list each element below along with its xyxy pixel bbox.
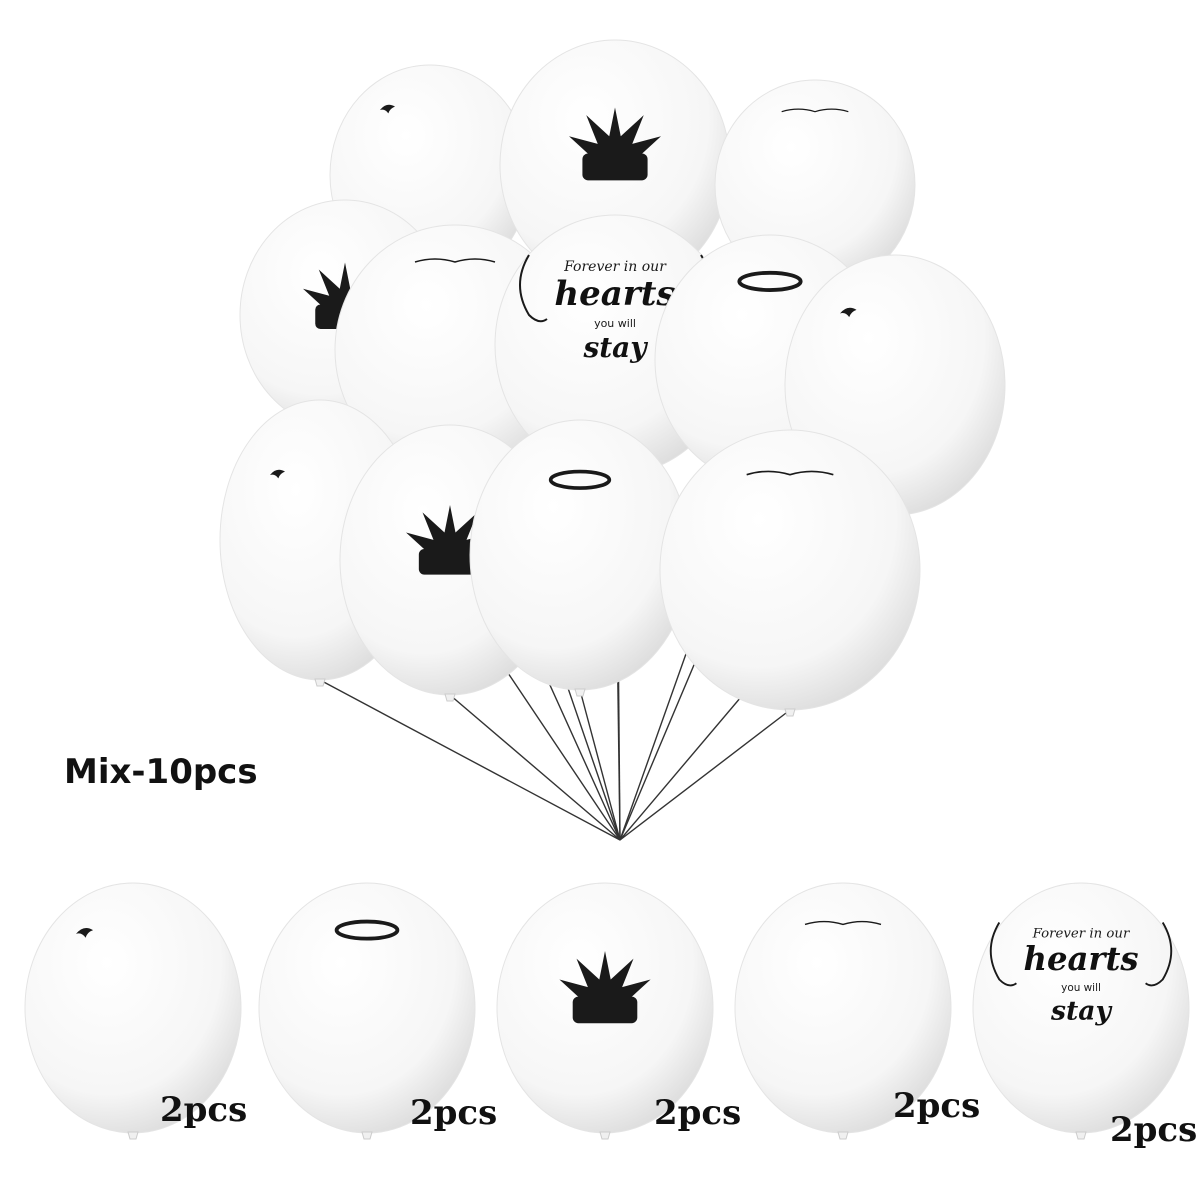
love-you-design: We will love you and remember you every … — [270, 469, 285, 479]
design-line-4: stay — [582, 331, 648, 364]
gone-design: GONE But Not Forgotten — [737, 270, 803, 292]
cross-design — [559, 951, 651, 1024]
balloon-body — [659, 429, 921, 711]
product-quantity-label: 2pcs — [1110, 1110, 1198, 1150]
never-go-far-design: THOSE WE LOVE NEVER GO FAR BUT LOVE FORE… — [414, 258, 496, 263]
product-quantity-label: 2pcs — [160, 1090, 248, 1130]
design-line-1: Forever in our — [1032, 927, 1131, 942]
balloon-knot — [784, 708, 796, 717]
dove-icon: We will love you and remember you every … — [76, 927, 94, 938]
product-balloon-never-go-far: THOSE WE LOVE NEVER GO FAR BUT LOVE FORE… — [734, 882, 952, 1140]
balloon-knot — [599, 1131, 611, 1140]
gone-design: GONE But Not Forgotten — [334, 919, 400, 941]
balloon: Forever in our hearts you will stay — [972, 882, 1190, 1140]
balloon-string — [449, 694, 621, 841]
halo-icon: GONE But Not Forgotten — [737, 270, 803, 292]
balloon-body — [469, 419, 691, 691]
dove-icon: We will love you and remember you every … — [270, 469, 285, 479]
flourish-icon: THOSE WE LOVE NEVER GO FAR BUT LOVE FORE… — [414, 258, 496, 263]
product-quantity-label: 2pcs — [893, 1086, 981, 1126]
product-balloon-gone: GONE But Not Forgotten — [258, 882, 476, 1140]
balloon-string — [319, 679, 621, 841]
product-balloon-cross — [496, 882, 714, 1140]
balloon-knot — [361, 1131, 373, 1140]
never-go-far-design: THOSE WE LOVE NEVER GO FAR BUT LOVE FORE… — [746, 470, 834, 476]
balloon-knot — [444, 693, 456, 702]
balloon: We will love you and remember you every … — [24, 882, 242, 1140]
love-you-design: We will love you and remember you every … — [840, 307, 857, 318]
never-go-far-design: THOSE WE LOVE NEVER GO FAR BUT LOVE FORE… — [804, 920, 882, 926]
halo-icon: GONE But Not Forgotten — [548, 469, 612, 490]
hill-icon — [572, 996, 638, 1024]
flourish-icon: THOSE WE LOVE NEVER GO FAR BUT LOVE FORE… — [746, 470, 834, 476]
gone-design: GONE But Not Forgotten — [548, 469, 612, 490]
design-line-2: hearts — [1023, 940, 1138, 978]
balloon-knot — [127, 1131, 139, 1140]
flourish-icon: THOSE WE LOVE NEVER GO FAR BUT LOVE FORE… — [781, 108, 849, 113]
cross-design — [569, 107, 661, 181]
hill-icon — [582, 153, 648, 181]
dove-icon: We will love you and remember you every … — [840, 307, 857, 318]
hearts-design: Forever in our hearts you will stay — [519, 254, 711, 364]
vine-icon — [989, 922, 1173, 987]
hill-icon — [418, 549, 482, 575]
balloon: GONE But Not Forgotten — [469, 419, 691, 697]
balloon-knot — [574, 688, 586, 697]
love-you-design: We will love you and remember you every … — [380, 104, 395, 114]
balloon — [496, 882, 714, 1140]
balloon-string — [579, 689, 621, 841]
design-line-2: hearts — [554, 274, 675, 314]
product-balloon-love-you: We will love you and remember you every … — [24, 882, 242, 1140]
balloon: THOSE WE LOVE NEVER GO FAR BUT LOVE FORE… — [659, 429, 921, 717]
product-quantity-label: 2pcs — [410, 1093, 498, 1133]
balloon-knot — [837, 1131, 849, 1140]
dove-icon: We will love you and remember you every … — [380, 104, 395, 114]
balloon-knot — [1075, 1131, 1087, 1140]
design-line-3: you will — [1061, 982, 1101, 994]
product-quantity-label: 2pcs — [654, 1093, 742, 1133]
product-balloon-hearts: Forever in our hearts you will stay — [972, 882, 1190, 1140]
design-line-4: stay — [1050, 995, 1112, 1026]
hearts-design: Forever in our hearts you will stay — [989, 922, 1173, 1026]
never-go-far-design: THOSE WE LOVE NEVER GO FAR BUT LOVE FORE… — [781, 108, 849, 113]
sunburst-icon — [559, 951, 651, 1001]
mix-quantity-label: Mix-10pcs — [64, 752, 258, 792]
balloon-string — [619, 709, 791, 841]
balloon-bunch: We will love you and remember you every … — [219, 39, 1006, 841]
flourish-icon: THOSE WE LOVE NEVER GO FAR BUT LOVE FORE… — [804, 920, 882, 926]
balloon: THOSE WE LOVE NEVER GO FAR BUT LOVE FORE… — [734, 882, 952, 1140]
balloon: GONE But Not Forgotten — [258, 882, 476, 1140]
balloon-knot — [314, 678, 326, 687]
sunburst-icon — [569, 107, 661, 158]
design-line-3: you will — [594, 317, 636, 330]
halo-icon: GONE But Not Forgotten — [334, 919, 400, 941]
design-line-1: Forever in our — [563, 259, 667, 275]
love-you-design: We will love you and remember you every … — [76, 927, 94, 938]
